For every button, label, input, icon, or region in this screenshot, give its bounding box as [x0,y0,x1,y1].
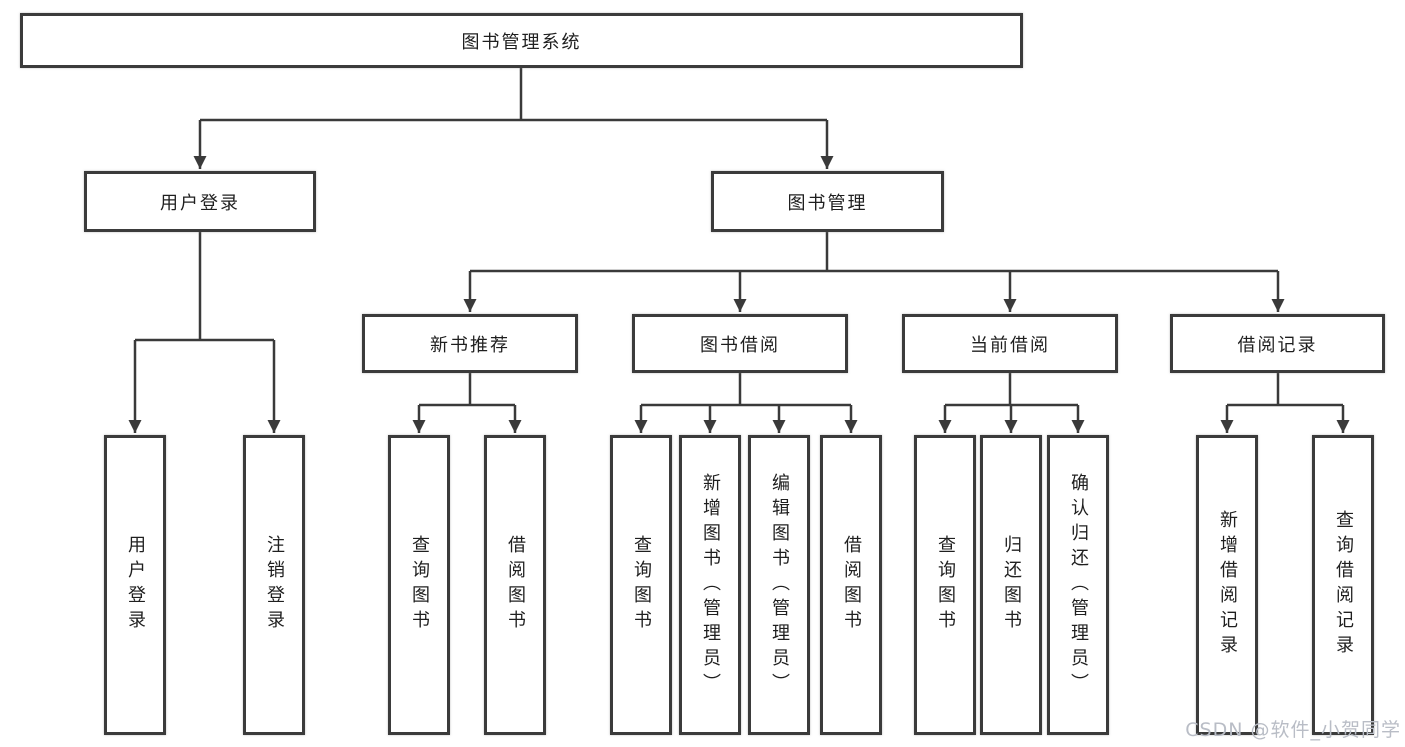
leaf-bb-add-books-admin: 新增图书（管理员） [679,435,741,735]
leaf-user-login: 用户登录 [104,435,166,735]
connector-book-management-trunk [470,232,1278,273]
node-library-system: 图书管理系统 [20,13,1023,68]
connector-root-trunk [200,68,827,122]
leaf-nb-borrow-books: 借阅图书 [484,435,546,735]
node-current-borrow: 当前借阅 [902,314,1118,373]
connector-user-login-trunk [135,232,274,342]
leaf-nb-query-books: 查询图书 [388,435,450,735]
leaf-cb-confirm-return-admin: 确认归还（管理员） [1047,435,1109,735]
leaf-bb-query-books: 查询图书 [610,435,672,735]
node-user-login: 用户登录 [84,171,316,232]
node-book-borrow: 图书借阅 [632,314,848,373]
leaf-cb-return-books: 归还图书 [980,435,1042,735]
csdn-watermark: CSDN @软件_小贺同学 [1185,719,1401,741]
leaf-cb-query-books: 查询图书 [914,435,976,735]
leaf-logout: 注销登录 [243,435,305,735]
leaf-bb-edit-books-admin: 编辑图书（管理员） [748,435,810,735]
leaf-br-query-record: 查询借阅记录 [1312,435,1374,735]
leaf-br-add-record: 新增借阅记录 [1196,435,1258,735]
connector-new-book-trunk [419,373,515,407]
leaf-bb-borrow-books: 借阅图书 [820,435,882,735]
connector-borrow-records-trunk [1227,373,1343,407]
node-book-management: 图书管理 [711,171,944,232]
node-borrow-records: 借阅记录 [1170,314,1385,373]
node-new-book-recommend: 新书推荐 [362,314,578,373]
connector-book-borrow-trunk [641,373,851,407]
connector-current-borrow-trunk [945,373,1078,407]
